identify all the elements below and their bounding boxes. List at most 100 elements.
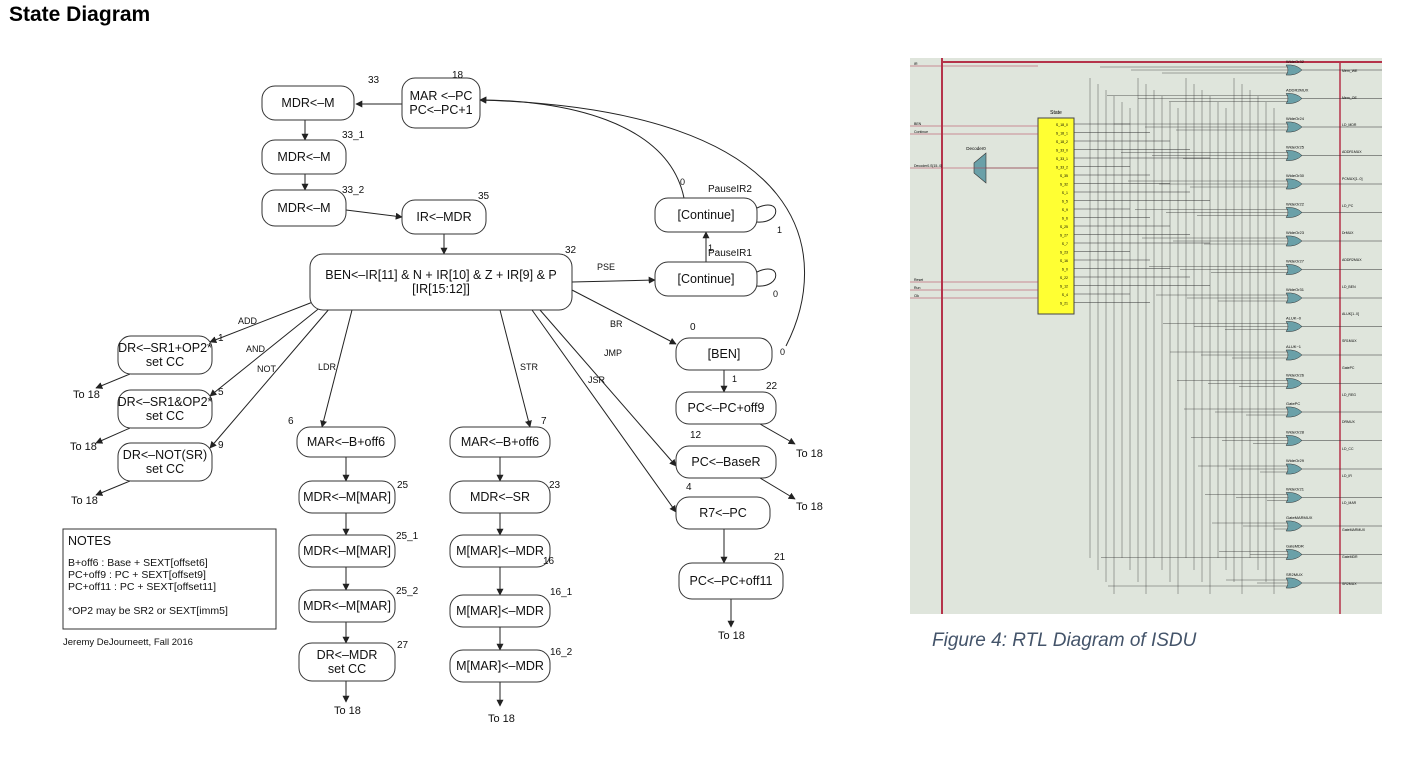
state-number: 27 [397,640,409,651]
rtl-gate-label: WideOr27 [1286,259,1305,264]
rtl-output-label: GateMARMUX [1342,528,1366,532]
transition-arrow [209,299,319,343]
state-action-text: M[MAR]<–MDR [456,604,544,618]
transition-line [756,268,777,287]
rtl-output-label: Mem_OE [1342,96,1357,100]
rtl-output-label: SR1MUX [1342,339,1357,343]
state-number: 5 [218,387,224,398]
rtl-gate-label: WideOr31 [1286,287,1305,292]
state-action-text: [IR[15:12]] [412,282,470,296]
rtl-input-label: Decoder0.S[15..0] [914,164,942,168]
notes-title: NOTES [68,534,111,548]
transition-arrow [499,309,532,428]
transition-arrow [345,209,403,220]
notes-line: PC+off9 : PC + SEXT[offset9] [68,569,206,581]
state-25-2: MDR<–M[MAR] 25_2 [298,586,419,623]
notes-line: PC+off11 : PC + SEXT[offset11] [68,581,216,593]
state-port-label: S_5 [1062,200,1068,204]
state-number: 16_2 [550,647,573,658]
transition-line [756,204,777,223]
to-18-label: To 18 [796,501,823,513]
state-action-text: MDR<–M[MAR] [303,490,391,504]
state-diagram: MAR <–PCPC<–PC+118MDR<–M33MDR<–M33_1MDR<… [62,70,823,725]
states: MAR <–PCPC<–PC+118MDR<–M33MDR<–M33_1MDR<… [117,70,786,683]
state-25-1: MDR<–M[MAR]25_1 [298,531,419,568]
state-9: DR<–NOT(SR)set CC9 [117,440,224,482]
state-action-text: PC<–BaseR [691,455,760,469]
rtl-output-label: LD_IR [1342,474,1352,478]
transition-arrow [571,276,656,284]
state-12: PC<–BaseR 12 [675,430,777,479]
rtl-output-label: DRMUX [1342,420,1355,424]
rtl-output-label: PCMUX[1..0] [1342,177,1362,181]
state-33-2: MDR<–M33_2 [261,185,365,227]
state-action-text: M[MAR]<–MDR [456,544,544,558]
rtl-gate-label: WideOr30 [1286,173,1305,178]
rtl-gate-label: WideOr28 [1286,430,1305,435]
state-1: DR<–SR1+OP2*set CC1 [117,333,224,375]
state-33-1: MDR<–M33_1 [261,130,365,175]
transition-arrow [479,96,806,347]
rtl-gate-label: GateMARMUX [1286,515,1313,520]
to-18-label: To 18 [73,389,100,401]
rtl-gate-label: GateMDR [1286,544,1304,549]
state-action-text: PC<–PC+off9 [688,401,765,415]
state-action-text: DR<–SR1+OP2* [118,341,212,355]
transition-arrow [320,309,353,428]
state-pause1: [Continue]PauseIR1 [654,248,758,297]
rtl-output-label: DrMUX [1342,231,1354,235]
state-port-label: S_18_1 [1056,132,1068,136]
transition-arrow [759,423,796,445]
state-25: MDR<–M[MAR]25 [298,480,409,514]
rtl-output-label: GateMDR [1342,555,1358,559]
state-number: 23 [549,480,561,491]
state-number: 22 [766,381,778,392]
notes-line: *OP2 may be SR2 or SEXT[imm5] [68,605,228,617]
state-4: R7<–PC4 [675,482,771,530]
to-18-label: To 18 [71,495,98,507]
state-number: 33 [368,75,380,86]
state-number: 16_1 [550,587,573,598]
notes-frame [62,528,277,630]
transition-arrow [209,305,323,397]
state-action-text: set CC [146,355,184,369]
to-18-label: To 18 [718,630,745,642]
state-action-text: IR<–MDR [416,210,471,224]
state-number: 4 [686,482,692,493]
rtl-input-label: Run [914,286,920,290]
state-number: 12 [690,430,702,441]
to-18-label: To 18 [796,448,823,460]
rtl-output-label: LD_MAR [1342,501,1357,505]
transition-label-and: AND [246,344,266,354]
state-action-text: MDR<–M[MAR] [303,599,391,613]
state-action-text: [BEN] [708,347,741,361]
state-port-label: S_27 [1060,234,1068,238]
state-35: IR<–MDR 35 [401,191,490,235]
state-action-text: MAR <–PC [410,89,473,103]
state-number: 0 [690,322,696,333]
state-number: PauseIR1 [708,248,752,259]
state-action-text: MDR<–M [277,201,330,215]
rtl-output-label: LD_PC [1342,204,1354,208]
state-action-text: set CC [146,409,184,423]
transition-label-br-zero: 0 [780,347,785,357]
state-action-text: PC<–PC+off11 [690,574,773,588]
rtl-gate-label: WideOr24 [1286,116,1305,121]
state-number: 25_2 [396,586,419,597]
state-port-label: S_4 [1062,293,1068,297]
state-number: 32 [565,245,577,256]
state-number: 35 [478,191,490,202]
transition-arrow [531,309,677,513]
rtl-gate-label: WideOr32 [1286,59,1305,64]
state-port-label: S_6 [1062,217,1068,221]
state-16-1: M[MAR]<–MDR 16_1 [449,587,573,628]
transition-label-str: STR [520,362,539,372]
state-action-text: PC<–PC+1 [409,103,472,117]
rtl-input-label: Clk [914,294,919,298]
state-number: 21 [774,552,786,563]
